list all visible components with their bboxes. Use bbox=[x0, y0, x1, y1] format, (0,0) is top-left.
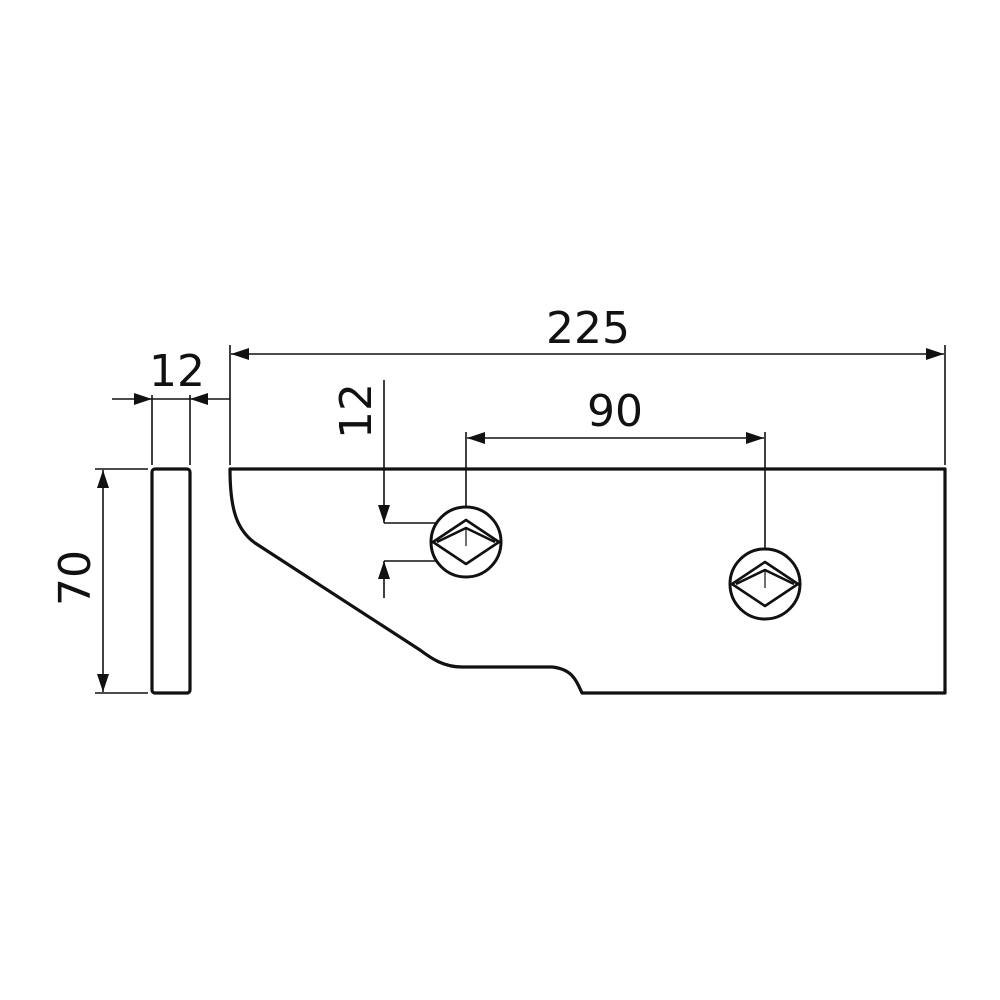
height-arrow-top bbox=[97, 470, 109, 488]
plate-outline bbox=[228, 467, 947, 695]
overall-length-label: 225 bbox=[546, 303, 630, 354]
mounting-hole-right bbox=[728, 547, 802, 621]
front-view: 225 90 12 bbox=[228, 303, 947, 695]
hole-size-arrow-top bbox=[378, 505, 390, 523]
height-arrow-bottom bbox=[97, 674, 109, 692]
side-view: 12 70 bbox=[50, 346, 230, 695]
thickness-label: 12 bbox=[149, 346, 205, 397]
length-arrow-right bbox=[926, 348, 944, 360]
thickness-dimension: 12 bbox=[112, 346, 230, 405]
side-view-profile bbox=[150, 467, 192, 695]
thickness-arrow-left bbox=[134, 393, 152, 405]
length-arrow-left bbox=[231, 348, 249, 360]
hole-size-label: 12 bbox=[331, 383, 382, 439]
thickness-arrow-right bbox=[190, 393, 208, 405]
hole-spacing-arrow-right bbox=[746, 432, 764, 444]
hole-size-arrow-bottom bbox=[378, 561, 390, 579]
hole-spacing-dimension: 90 bbox=[467, 386, 764, 444]
hole-spacing-label: 90 bbox=[587, 386, 643, 437]
height-label: 70 bbox=[50, 550, 101, 606]
hole-size-dimension: 12 bbox=[331, 380, 390, 598]
mounting-hole-left bbox=[429, 505, 503, 579]
overall-length-dimension: 225 bbox=[231, 303, 944, 360]
height-dimension: 70 bbox=[50, 470, 109, 692]
hole-spacing-arrow-left bbox=[467, 432, 485, 444]
